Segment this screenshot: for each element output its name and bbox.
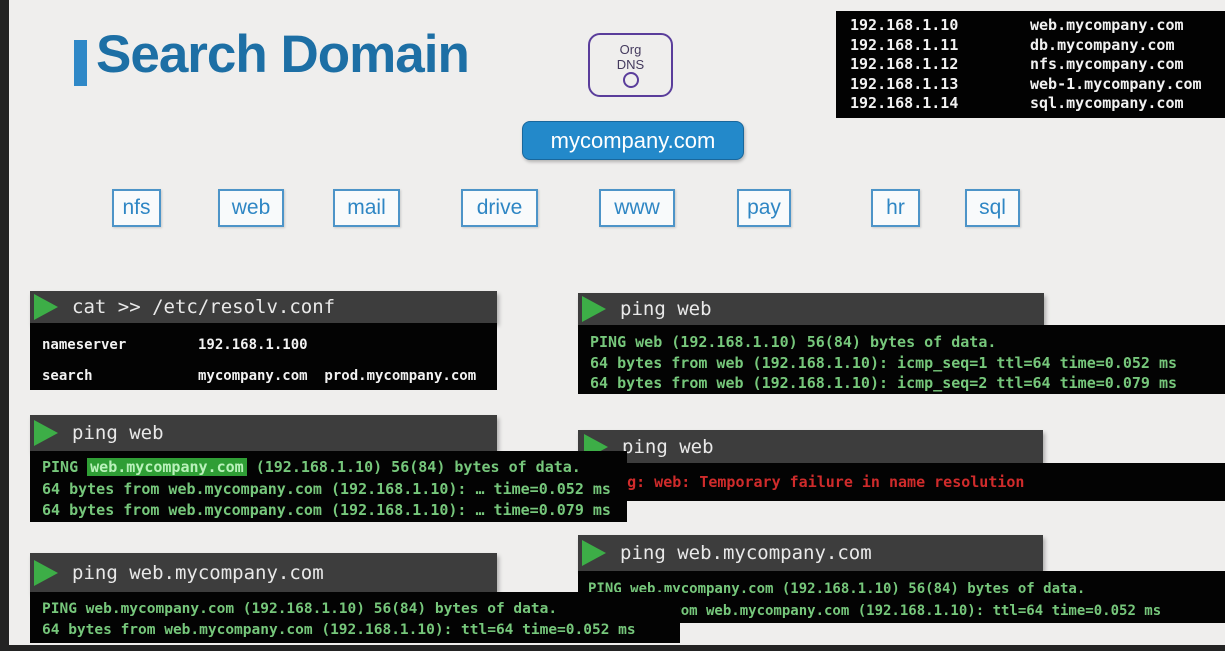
host-label: pay [747,196,781,219]
terminal-header-ping-fqdn-left: ping web.mycompany.com [30,553,497,592]
terminal-body-ping-fqdn-right: PING web.mycompany.com (192.168.1.10) 56… [578,571,1225,623]
terminal-command: ping web [620,298,712,320]
dns-record-row: 192.168.1.11 db.mycompany.com [850,36,1225,56]
play-icon [34,420,58,446]
page-title-text: Search Domain [96,25,470,84]
host-box-pay: pay [737,189,791,227]
terminal-output-line: 64 bytes from web.mycompany.com (192.168… [42,479,611,498]
terminal-command: ping web [72,422,164,444]
terminal-command: cat >> /etc/resolv.conf [72,296,336,318]
terminal-output-line: 64 bytes from web.mycompany.com (192.168… [42,501,611,519]
host-label: mail [347,196,386,219]
host-box-web: web [218,189,284,227]
dns-node-circle-icon [622,72,639,88]
resolv-row: search mycompany.com prod.mycompany.com [30,360,497,391]
frame-left-edge [0,0,9,651]
page-title: Search Domain [74,24,470,86]
dns-record-host: web.mycompany.com [1030,16,1184,34]
terminal-header-ping-fqdn-right: ping web.mycompany.com [578,535,1043,571]
frame-bottom-edge [0,645,1225,651]
dns-record-host: nfs.mycompany.com [1030,55,1184,73]
dns-record-host: sql.mycompany.com [1030,94,1184,112]
host-label: www [614,196,660,219]
terminal-header-ping-web-ok: ping web [578,293,1044,325]
play-icon [582,540,606,566]
host-label: web [231,196,271,219]
terminal-header-ping-web-resolved: ping web [30,415,497,451]
host-box-drive: drive [461,189,538,227]
host-label: drive [476,196,523,219]
terminal-header-resolv: cat >> /etc/resolv.conf [30,291,497,323]
host-label: nfs [122,196,151,219]
terminal-body-resolv: nameserver 192.168.1.100 search mycompan… [30,323,497,390]
terminal-body-ping-web-ok: PING web (192.168.1.10) 56(84) bytes of … [578,325,1225,394]
org-dns-label-line1: Org [619,42,642,57]
title-accent-bar [74,40,87,86]
dns-record-row: 192.168.1.14 sql.mycompany.com [850,94,1225,114]
play-icon [34,294,58,320]
dns-record-host: db.mycompany.com [1030,35,1175,54]
terminal-output-line: PING web.mycompany.com (192.168.1.10) 56… [42,457,627,479]
host-box-mail: mail [333,189,400,227]
host-box-www: www [599,189,675,227]
dns-record-ip: 192.168.1.12 [850,55,959,73]
play-icon [582,296,606,322]
terminal-body-ping-web-fail: ping: web: Temporary failure in name res… [578,463,1225,501]
terminal-command: ping web [622,435,714,458]
dns-records-panel: 192.168.1.10 web.mycompany.com 192.168.1… [836,11,1225,118]
terminal-output-line: PING web (192.168.1.10) 56(84) bytes of … [590,333,997,351]
terminal-output-line: 64 bytes from web (192.168.1.10): icmp_s… [590,374,1177,392]
terminal-output-line: 64 bytes from web (192.168.1.10): icmp_s… [590,353,1177,372]
dns-record-row: 192.168.1.12 nfs.mycompany.com [850,55,1225,75]
resolv-key: nameserver [42,336,127,353]
dns-record-ip: 192.168.1.14 [850,94,959,112]
resolv-row: nameserver 192.168.1.100 [30,329,497,360]
terminal-command: ping web.mycompany.com [620,542,872,564]
terminal-output-line: PING web.mycompany.com (192.168.1.10) 56… [588,581,1086,597]
terminal-command: ping web.mycompany.com [72,561,324,584]
terminal-header-ping-web-fail: ping web [578,430,1043,463]
host-label: hr [886,196,905,219]
terminal-body-ping-web-resolved: PING web.mycompany.com (192.168.1.10) 56… [30,451,627,522]
host-box-nfs: nfs [112,189,161,227]
play-icon [34,559,58,586]
host-box-hr: hr [871,189,920,227]
terminal-output-line: 64 bytes from web.mycompany.com (192.168… [588,603,1162,619]
org-dns-label-line2: DNS [616,57,645,72]
dns-record-row: 192.168.1.10 web.mycompany.com [850,16,1225,36]
line-suffix: (192.168.1.10) 56(84) bytes of data. [246,458,581,476]
terminal-body-ping-fqdn-left: PING web.mycompany.com (192.168.1.10) 56… [30,592,680,643]
terminal-output-line: 64 bytes from web.mycompany.com (192.168… [42,622,636,638]
host-label: sql [979,196,1006,219]
highlighted-hostname: web.mycompany.com [87,458,247,476]
resolv-key: search [42,367,93,384]
terminal-error-line: ping: web: Temporary failure in name res… [600,473,1025,491]
line-prefix: PING [42,458,88,476]
dns-record-ip: 192.168.1.10 [850,16,959,34]
resolv-value: 192.168.1.100 [198,336,308,353]
dns-record-ip: 192.168.1.11 [850,35,959,54]
dns-record-row: 192.168.1.13 web-1.mycompany.com [850,75,1225,95]
dns-record-host: web-1.mycompany.com [1030,74,1202,93]
org-dns-node: Org DNS [588,33,673,97]
host-box-sql: sql [965,189,1020,227]
dns-record-ip: 192.168.1.13 [850,74,959,93]
terminal-output-line: PING web.mycompany.com (192.168.1.10) 56… [42,601,558,617]
domain-badge-label: mycompany.com [550,127,716,153]
resolv-value: mycompany.com prod.mycompany.com [198,367,477,384]
domain-badge: mycompany.com [522,121,744,160]
